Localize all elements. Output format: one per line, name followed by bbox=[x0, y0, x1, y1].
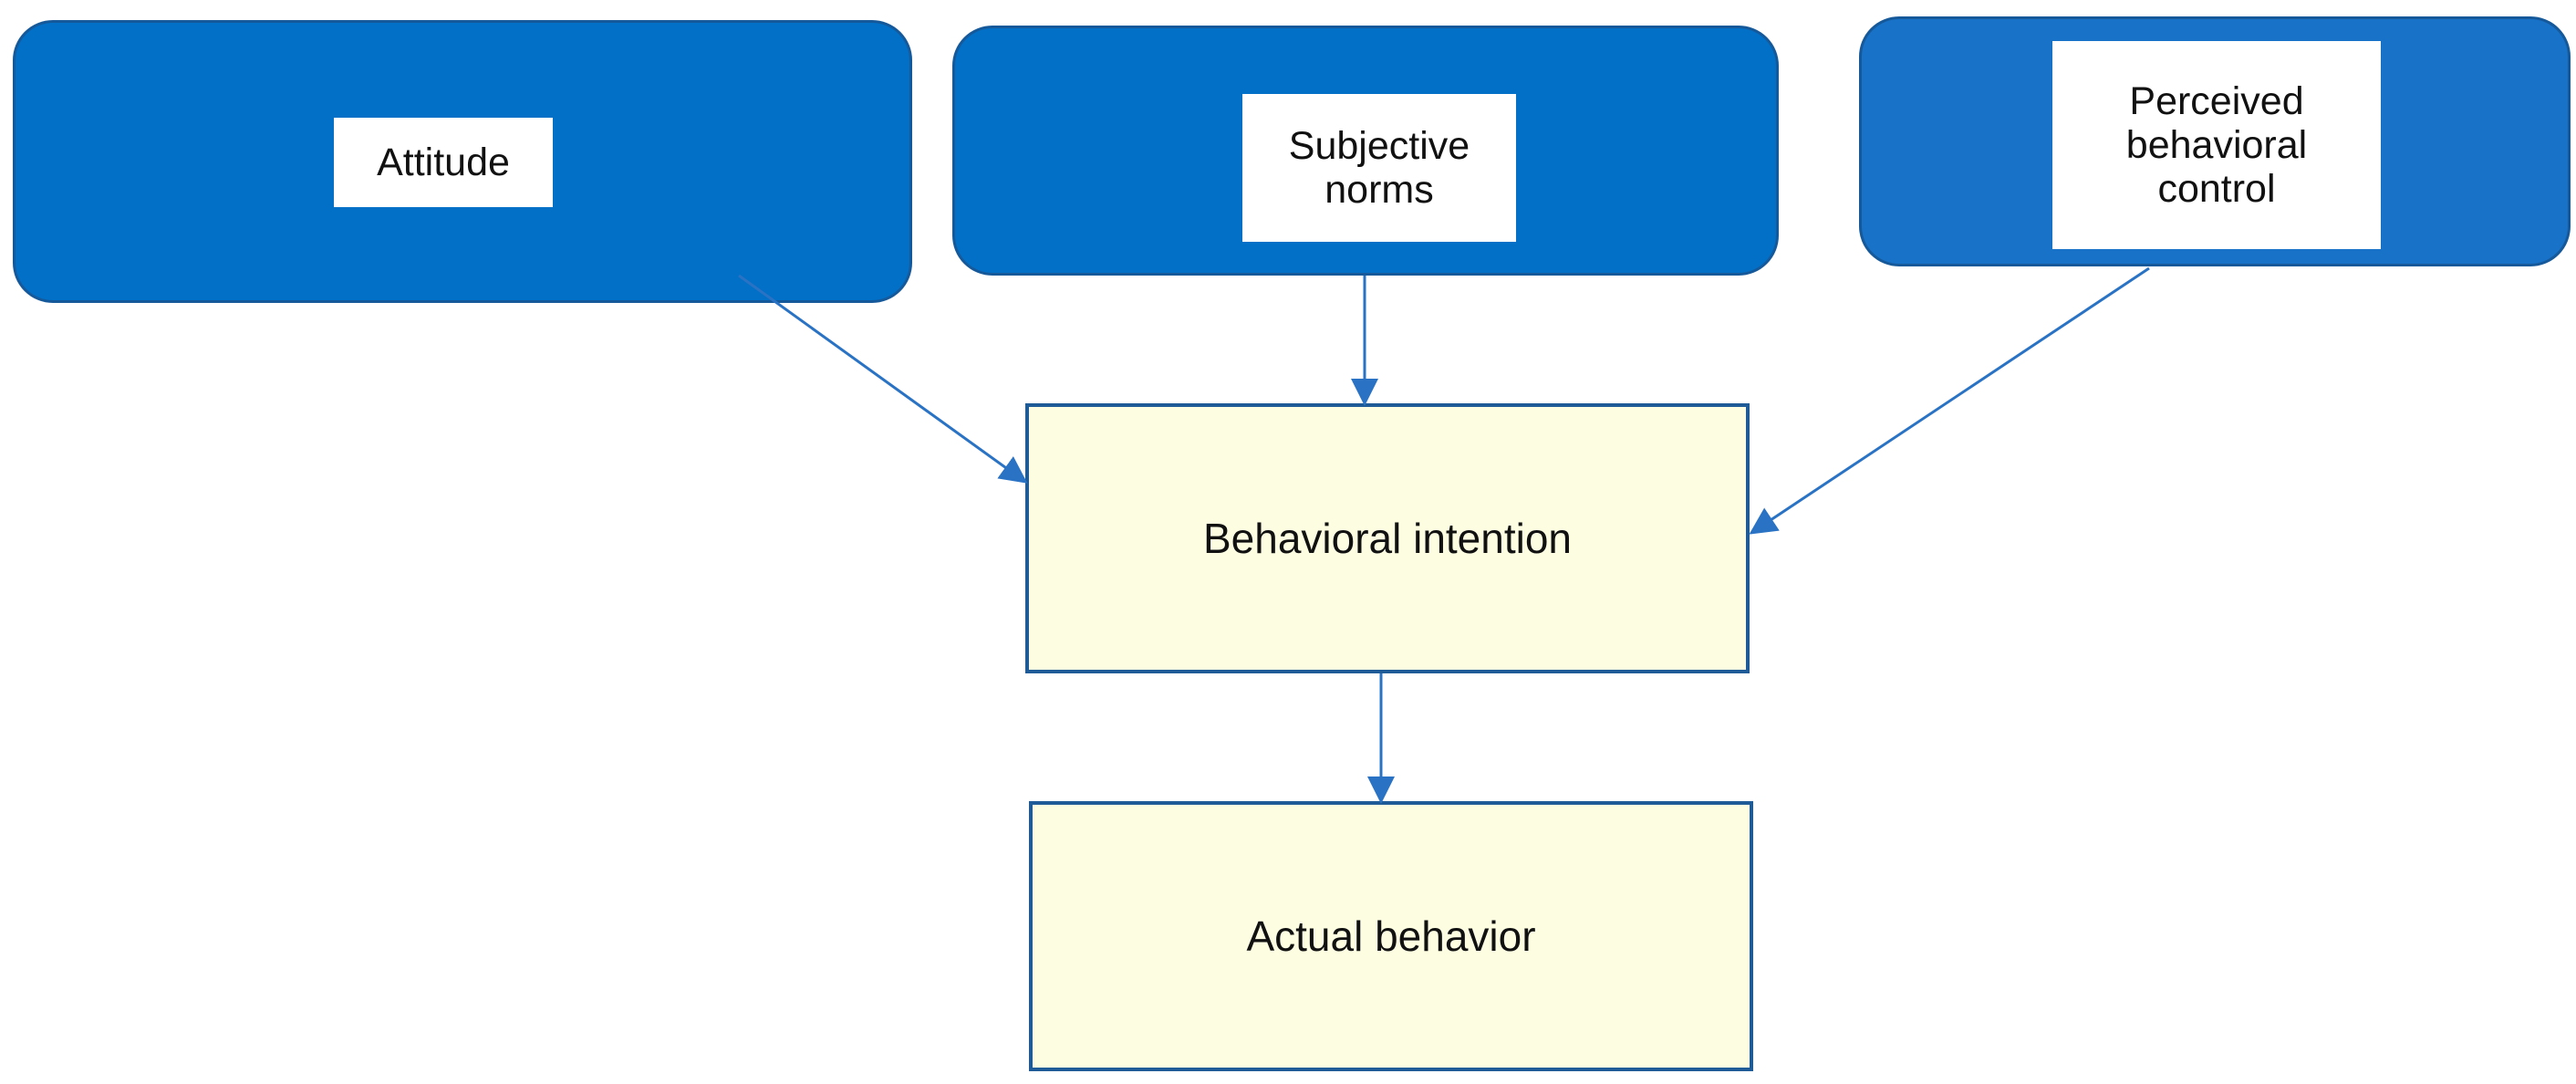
actual-behavior-node: Actual behavior bbox=[1029, 801, 1753, 1071]
subjective-norms-label: Subjective norms bbox=[1242, 94, 1516, 242]
perceived-behavioral-control-label: Perceived behavioral control bbox=[2052, 41, 2381, 249]
arrow-attitude-to-intention bbox=[738, 274, 1028, 484]
behavioral-intention-node: Behavioral intention bbox=[1025, 403, 1750, 673]
attitude-node: Attitude bbox=[13, 20, 912, 303]
perceived-behavioral-control-node: Perceived behavioral control bbox=[1859, 16, 2571, 266]
attitude-label: Attitude bbox=[334, 118, 553, 207]
arrow-control-to-intention bbox=[1749, 266, 2150, 535]
subjective-norms-node: Subjective norms bbox=[952, 26, 1779, 276]
